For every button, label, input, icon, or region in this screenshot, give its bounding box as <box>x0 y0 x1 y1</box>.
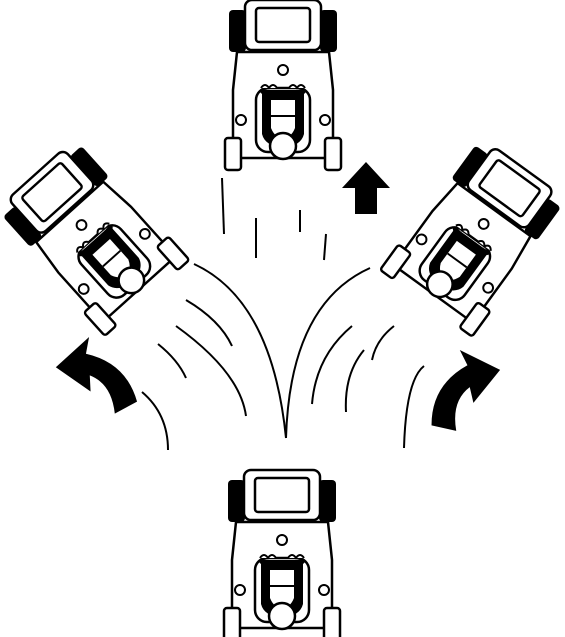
mower-turning-right-icon <box>378 133 565 338</box>
mower-forward-icon <box>223 0 343 172</box>
curved-arrow-right-icon <box>424 346 506 434</box>
left-turn-track-lines <box>141 263 287 451</box>
mower-turning-left-icon <box>0 134 191 338</box>
mower-start-icon <box>222 468 342 637</box>
forward-motion-lines <box>221 177 327 261</box>
curved-arrow-left-icon <box>51 330 139 423</box>
arrow-up-icon <box>342 162 390 214</box>
right-turn-track-lines <box>285 267 425 449</box>
